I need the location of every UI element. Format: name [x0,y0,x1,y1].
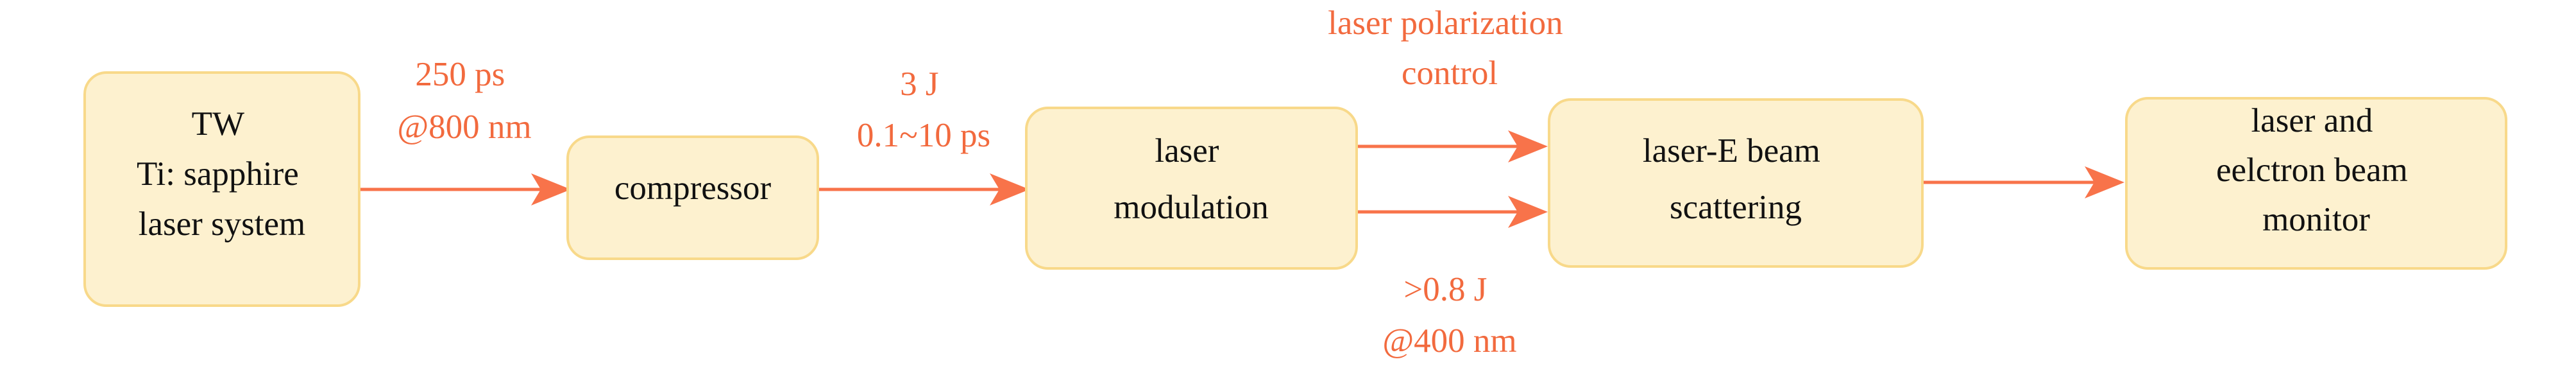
svg-text:laser-E beam scattering: laser-E beam scattering [1643,132,1829,226]
edge-1-label: 250 ps @800 nm [397,56,531,146]
arrowhead-icon [2085,166,2124,198]
arrowhead-icon [990,173,1030,205]
node-laser-modulation-line-1: laser [1155,132,1219,170]
svg-text:TW Ti: sapphire la: TW Ti: sapphire laser system [137,105,307,243]
edge-scattering-to-monitor [1922,166,2124,198]
arrowhead-icon [1508,196,1548,228]
node-compressor-line-1: compressor [614,170,772,207]
node-laser-system-line-2: Ti: sapphire [137,155,299,193]
edge-2-label-line-2: 0.1~10 ps [857,117,990,154]
node-laser-system-line-1: TW [192,105,244,143]
edge-1-label-line-2: @800 nm [397,109,531,146]
node-laser-system-line-3: laser system [139,205,306,243]
edge-modulation-to-scattering-lower [1357,196,1548,228]
node-monitor: laser and eelctron beam monitor [2125,97,2507,270]
node-compressor: compressor [566,135,819,260]
node-scattering: laser-E beam scattering [1548,98,1924,268]
edge-4-label-line-1: >0.8 J [1403,271,1487,308]
svg-text:laser modulation: laser modulation [1114,132,1268,226]
edge-3-label-line-2: control [1402,55,1498,92]
svg-text:compressor: compressor [614,170,772,207]
svg-text:laser and eelctron beam: laser and eelctron beam monitor [2216,102,2416,238]
node-scattering-line-1: laser-E beam [1643,132,1820,170]
edge-4-label: >0.8 J @400 nm [1382,271,1516,360]
node-scattering-line-2: scattering [1670,189,1802,226]
edge-3-label: laser polarization control [1328,4,1572,92]
edge-modulation-to-scattering-upper [1357,130,1548,162]
node-monitor-line-1: laser and [2251,102,2373,139]
edge-1-label-line-1: 250 ps [415,56,505,93]
edge-compressor-to-laser-modulation [818,173,1030,205]
edge-3-label-line-1: laser polarization [1328,4,1563,42]
edge-4-label-line-2: @400 nm [1382,322,1516,360]
node-laser-modulation: laser modulation [1025,107,1358,270]
node-monitor-line-3: monitor [2262,201,2370,238]
node-laser-modulation-line-2: modulation [1114,189,1268,226]
edge-2-label-line-1: 3 J [900,65,938,103]
node-laser-system: TW Ti: sapphire laser system [83,71,360,307]
edge-laser-system-to-compressor [359,173,571,205]
node-monitor-line-2: eelctron beam [2216,152,2408,189]
edge-2-label: 3 J 0.1~10 ps [857,65,990,154]
arrowhead-icon [1508,130,1548,162]
arrowhead-icon [531,173,571,205]
